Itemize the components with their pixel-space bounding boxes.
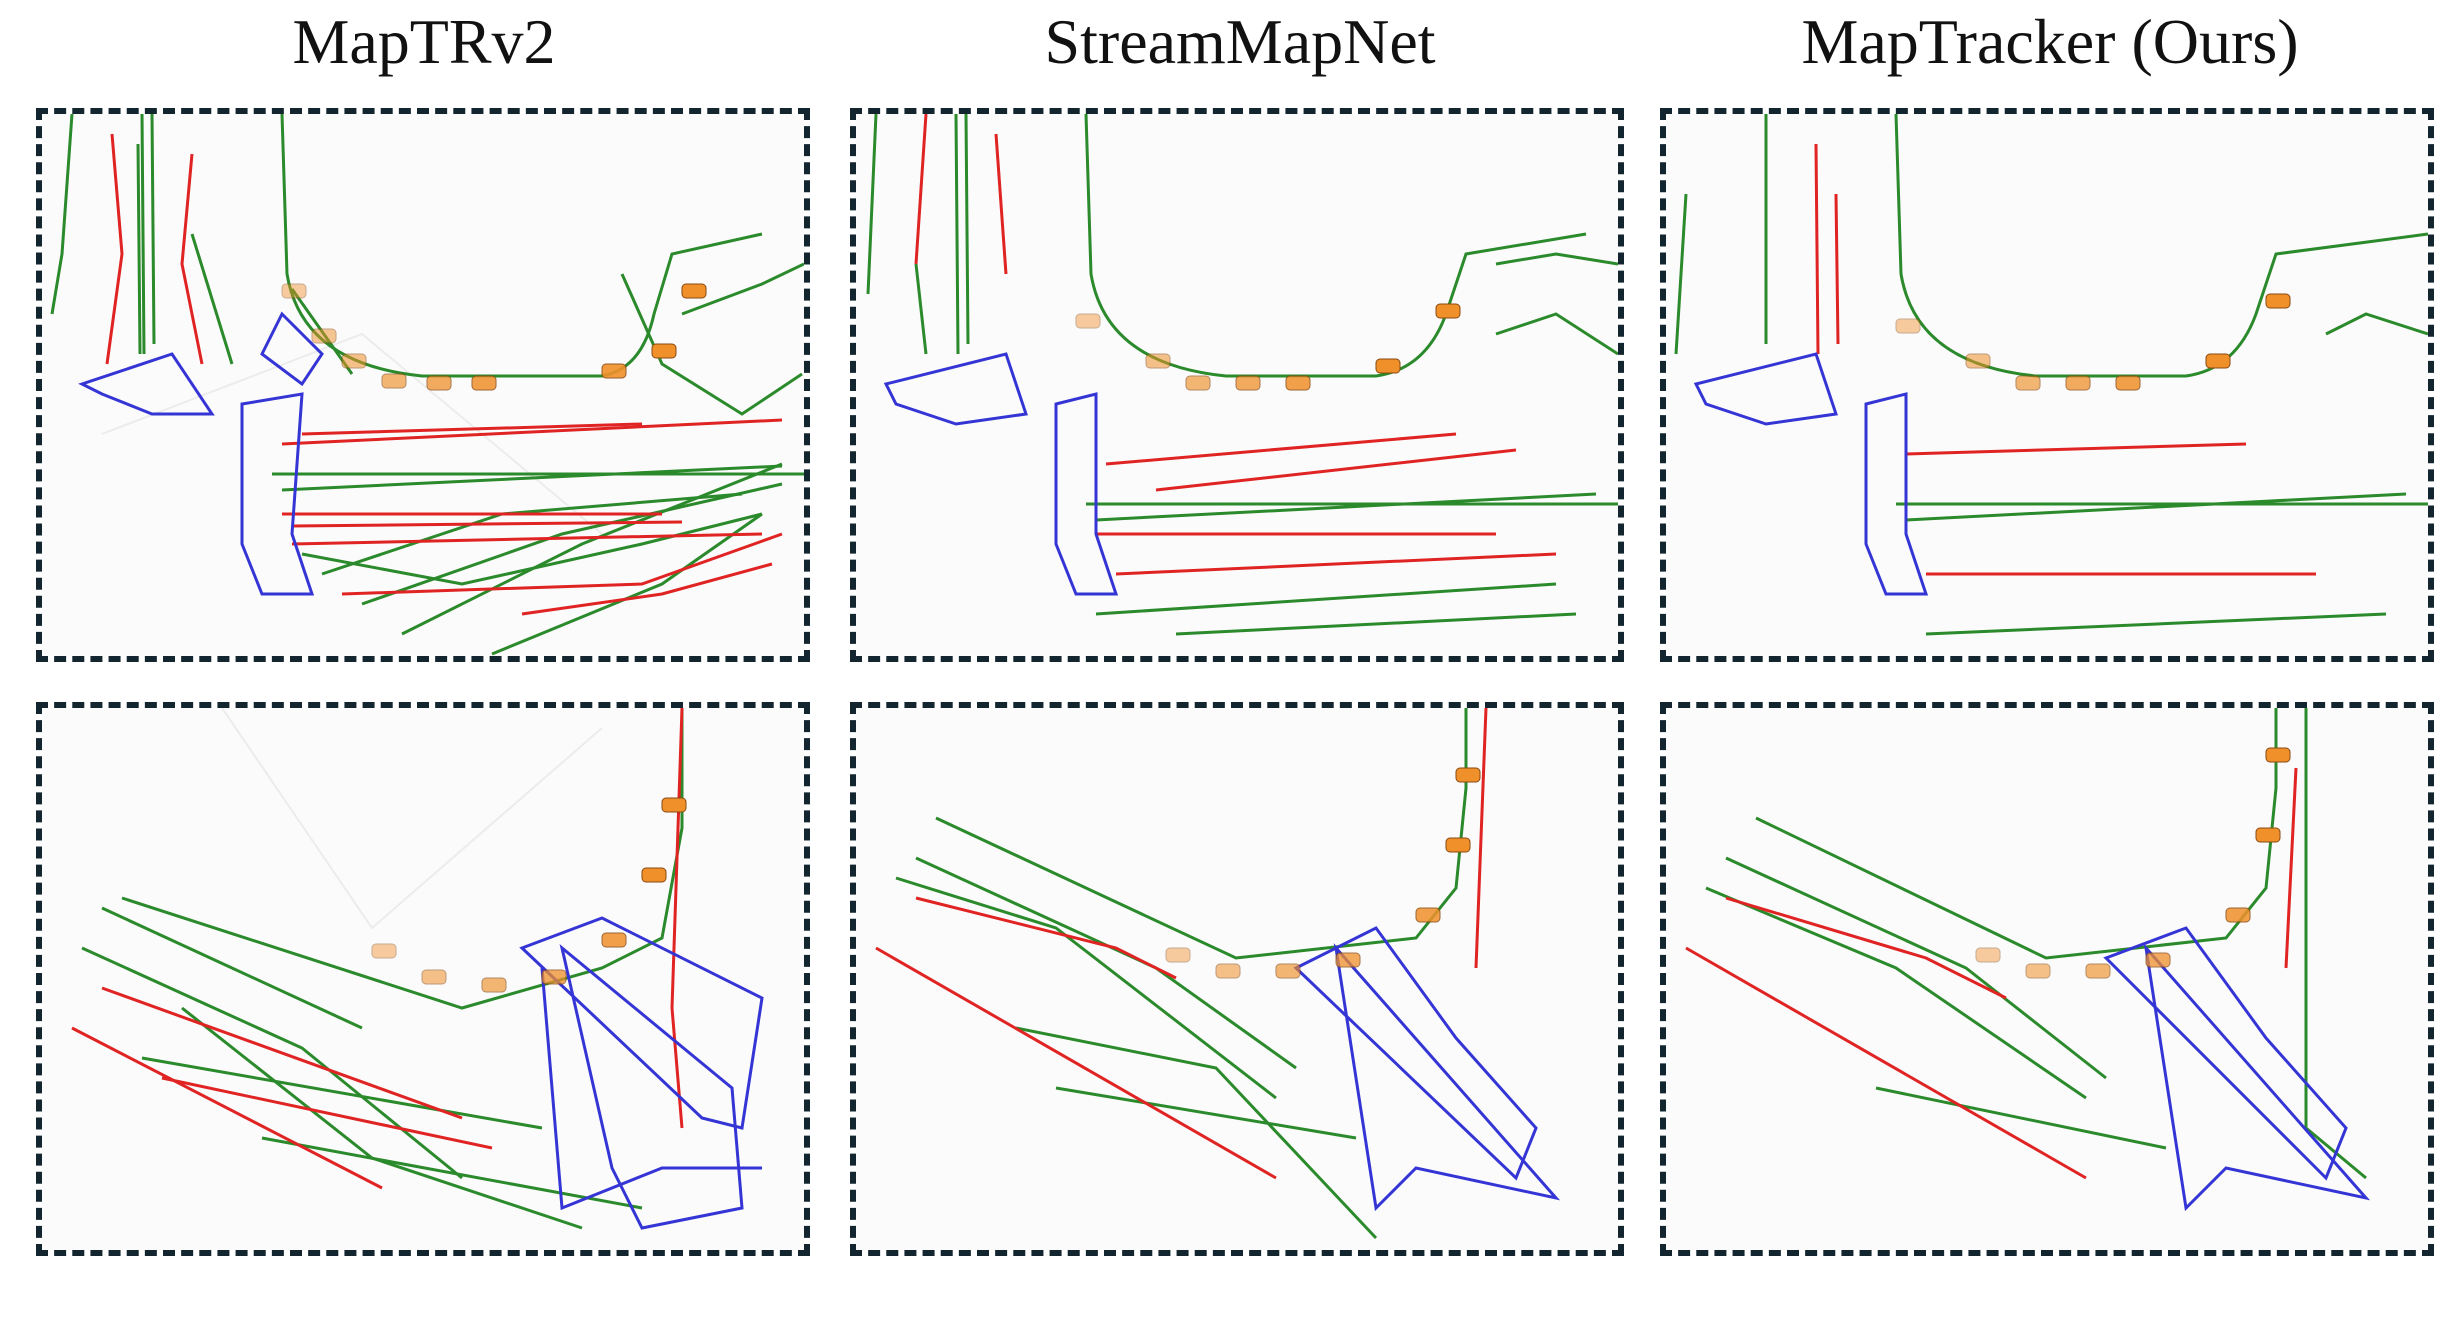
panel-maptrv2-scene1: [36, 108, 810, 662]
panel-streammapnet-scene1: [850, 108, 1624, 662]
panel-maptrv2-scene2: [36, 702, 810, 1256]
map-canvas: [1666, 708, 2428, 1250]
map-canvas: [1666, 114, 2428, 656]
column-title-streammapnet: StreamMapNet: [1044, 6, 1436, 77]
map-canvas: [42, 708, 804, 1250]
panel-maptracker-scene1: [1660, 108, 2434, 662]
column-title-maptrv2: MapTRv2: [292, 6, 556, 77]
panel-maptracker-scene2: [1660, 702, 2434, 1256]
map-canvas: [856, 708, 1618, 1250]
map-canvas: [856, 114, 1618, 656]
map-canvas: [42, 114, 804, 656]
panel-streammapnet-scene2: [850, 702, 1624, 1256]
column-title-maptracker: MapTracker (Ours): [1801, 6, 2299, 77]
